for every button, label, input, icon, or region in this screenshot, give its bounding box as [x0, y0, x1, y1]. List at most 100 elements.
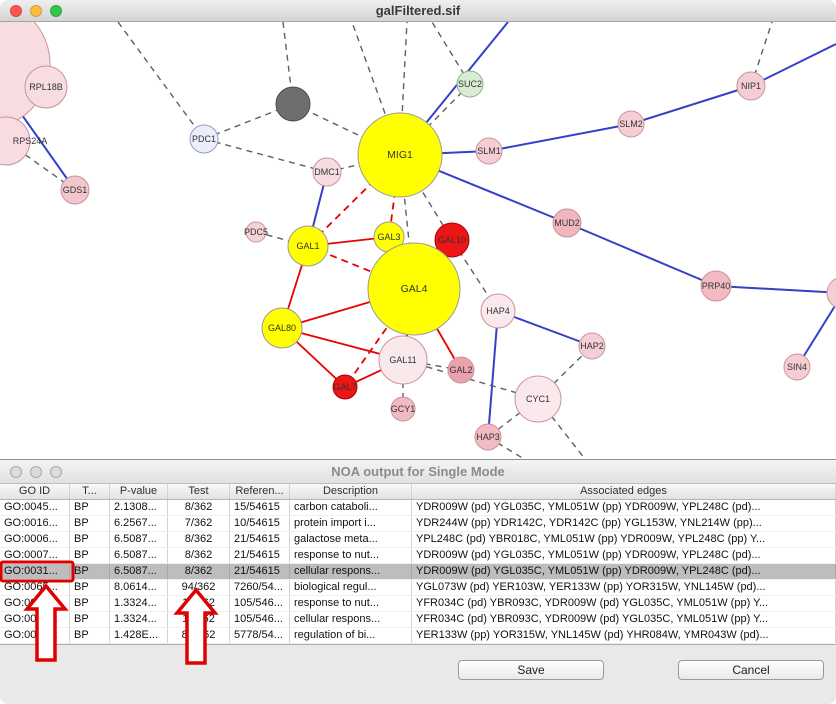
graph-node-CYC1[interactable] — [514, 375, 562, 423]
graph-node-label-GDS1: GDS1 — [63, 185, 88, 195]
cell-test: 8/362 — [168, 548, 230, 563]
cell-edges: YFR034C (pd) YBR093C, YDR009W (pd) YGL03… — [412, 612, 836, 627]
graph-node-PDC1[interactable] — [189, 124, 219, 154]
graph-node-SLM1[interactable] — [475, 137, 503, 165]
column-header-description[interactable]: Description — [290, 484, 412, 499]
column-header-type[interactable]: T... — [70, 484, 110, 499]
cell-pvalue: 1.3324... — [110, 612, 168, 627]
cell-description: cellular respons... — [290, 564, 412, 579]
cell-type: BP — [70, 612, 110, 627]
graph-node-label-HAP4: HAP4 — [486, 306, 510, 316]
graph-node-MIG1[interactable] — [357, 112, 443, 198]
cell-reference: 105/546... — [230, 612, 290, 627]
column-header-test[interactable]: Test — [168, 484, 230, 499]
cell-type: BP — [70, 596, 110, 611]
cell-reference: 21/54615 — [230, 564, 290, 579]
graph-edge-SLM2-NIP1[interactable] — [630, 85, 752, 125]
graph-node-GAL80[interactable] — [261, 307, 303, 349]
minimize-button[interactable] — [30, 4, 42, 17]
cell-goid: GO:0045... — [0, 500, 70, 515]
graph-node-SIN4[interactable] — [783, 353, 811, 381]
graph-node-SLM2[interactable] — [617, 110, 645, 138]
graph-node-GDS1[interactable] — [60, 175, 90, 205]
graph-node-HAP3[interactable] — [474, 423, 502, 451]
column-header-edges[interactable]: Associated edges — [412, 484, 836, 499]
cell-description: response to nut... — [290, 596, 412, 611]
cancel-button[interactable]: Cancel — [678, 660, 824, 680]
graph-edge-HAP3-offscreen[interactable] — [487, 436, 525, 459]
graph-node-NIP1[interactable] — [736, 71, 766, 101]
graph-edge-NIP1-offscreen[interactable] — [750, 43, 836, 87]
graph-node-PDC5[interactable] — [245, 221, 267, 243]
cell-type: BP — [70, 516, 110, 531]
graph-node-label-RPL18B: RPL18B — [29, 82, 63, 92]
column-header-goid[interactable]: GO ID — [0, 484, 70, 499]
cell-type: BP — [70, 500, 110, 515]
cell-goid: GO:0016... — [0, 516, 70, 531]
column-header-reference[interactable]: Referen... — [230, 484, 290, 499]
graph-edge-PDC1-DMC1[interactable] — [203, 138, 328, 173]
graph-node-GAL1[interactable] — [287, 225, 329, 267]
graph-node-RPL18B[interactable] — [24, 65, 68, 109]
graph-node-PRP40[interactable] — [700, 270, 732, 302]
zoom-button[interactable] — [50, 4, 62, 17]
graph-edge-offscreen-PDC1[interactable] — [117, 22, 205, 140]
cell-goid: GO:0009... — [0, 596, 70, 611]
network-titlebar[interactable]: galFiltered.sif — [0, 0, 836, 22]
column-header-pvalue[interactable]: P-value — [110, 484, 168, 499]
graph-edge-MUD2-PRP40[interactable] — [566, 222, 717, 287]
graph-edge-MIG1-GAL1[interactable] — [307, 154, 401, 247]
graph-node-edge_node[interactable] — [826, 277, 836, 309]
graph-node-SUC2[interactable] — [456, 70, 484, 98]
cell-reference: 21/54615 — [230, 532, 290, 547]
minimize-button[interactable] — [30, 465, 42, 478]
graph-node-GAL7[interactable] — [332, 374, 358, 400]
cell-pvalue: 6.5087... — [110, 532, 168, 547]
graph-node-GAL10[interactable] — [434, 222, 470, 258]
graph-node-unnamed[interactable] — [275, 86, 311, 122]
graph-edge-PRP40-edge_node[interactable] — [715, 285, 836, 294]
cell-test: 8/362 — [168, 500, 230, 515]
graph-edge-unnamed-MIG1[interactable] — [292, 103, 401, 156]
cell-description: biological regul... — [290, 580, 412, 595]
graph-node-label-PDC1: PDC1 — [192, 134, 216, 144]
graph-edge-GAL4-GAL7[interactable] — [344, 288, 415, 388]
close-button[interactable] — [10, 465, 22, 478]
noa-titlebar[interactable]: NOA output for Single Mode — [0, 460, 836, 484]
graph-node-GAL2[interactable] — [447, 356, 475, 384]
cell-reference: 7260/54... — [230, 580, 290, 595]
graph-node-MUD2[interactable] — [552, 208, 582, 238]
graph-edge-HAP4-HAP3[interactable] — [487, 310, 499, 438]
graph-node-label-SIN4: SIN4 — [787, 362, 807, 372]
graph-node-RPS24A[interactable] — [0, 116, 31, 166]
graph-node-GCY1[interactable] — [390, 396, 416, 422]
graph-node-label-HAP3: HAP3 — [476, 432, 500, 442]
close-button[interactable] — [10, 4, 22, 17]
graph-edge-SUC2-MIG1[interactable] — [399, 83, 471, 156]
graph-node-GAL11[interactable] — [378, 335, 428, 385]
zoom-button[interactable] — [50, 465, 62, 478]
graph-node-label-MIG1: MIG1 — [387, 149, 413, 161]
graph-node-HAP2[interactable] — [578, 332, 606, 360]
graph-node-label-GCY1: GCY1 — [391, 404, 416, 414]
graph-node-DMC1[interactable] — [312, 157, 342, 187]
graph-node-GAL4[interactable] — [367, 242, 461, 336]
graph-edge-SLM1-SLM2[interactable] — [488, 123, 632, 152]
cell-test: 94/362 — [168, 580, 230, 595]
save-button[interactable]: Save — [458, 660, 604, 680]
network-window-title: galFiltered.sif — [375, 3, 461, 18]
cell-type: BP — [70, 548, 110, 563]
graph-node-HAP4[interactable] — [480, 293, 516, 329]
cell-edges: YDR009W (pd) YGL035C, YML051W (pp) YDR00… — [412, 548, 836, 563]
